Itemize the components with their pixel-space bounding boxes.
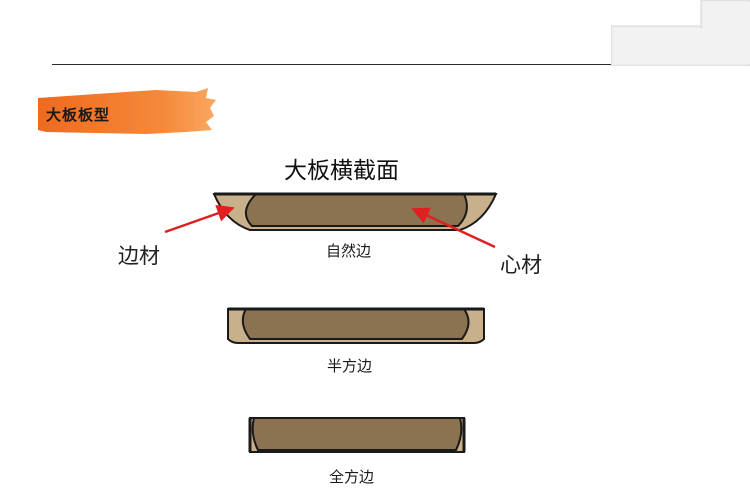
board-half-square-edge xyxy=(227,307,485,344)
callout-label-edge-wood: 边材 xyxy=(118,244,160,268)
header-rule xyxy=(52,64,612,65)
callout-label-heartwood: 心材 xyxy=(500,253,542,277)
corner-decoration xyxy=(611,0,750,66)
board-full-square-edge xyxy=(248,417,466,453)
board-natural-edge xyxy=(212,192,498,231)
board-caption-half-square: 半方边 xyxy=(327,357,373,375)
board-caption-natural: 自然边 xyxy=(326,242,372,260)
diagram-title: 大板横截面 xyxy=(284,158,399,184)
section-tag-brush xyxy=(38,88,216,134)
board-caption-full-square: 全方边 xyxy=(329,468,375,486)
section-title: 大板板型 xyxy=(46,106,111,124)
